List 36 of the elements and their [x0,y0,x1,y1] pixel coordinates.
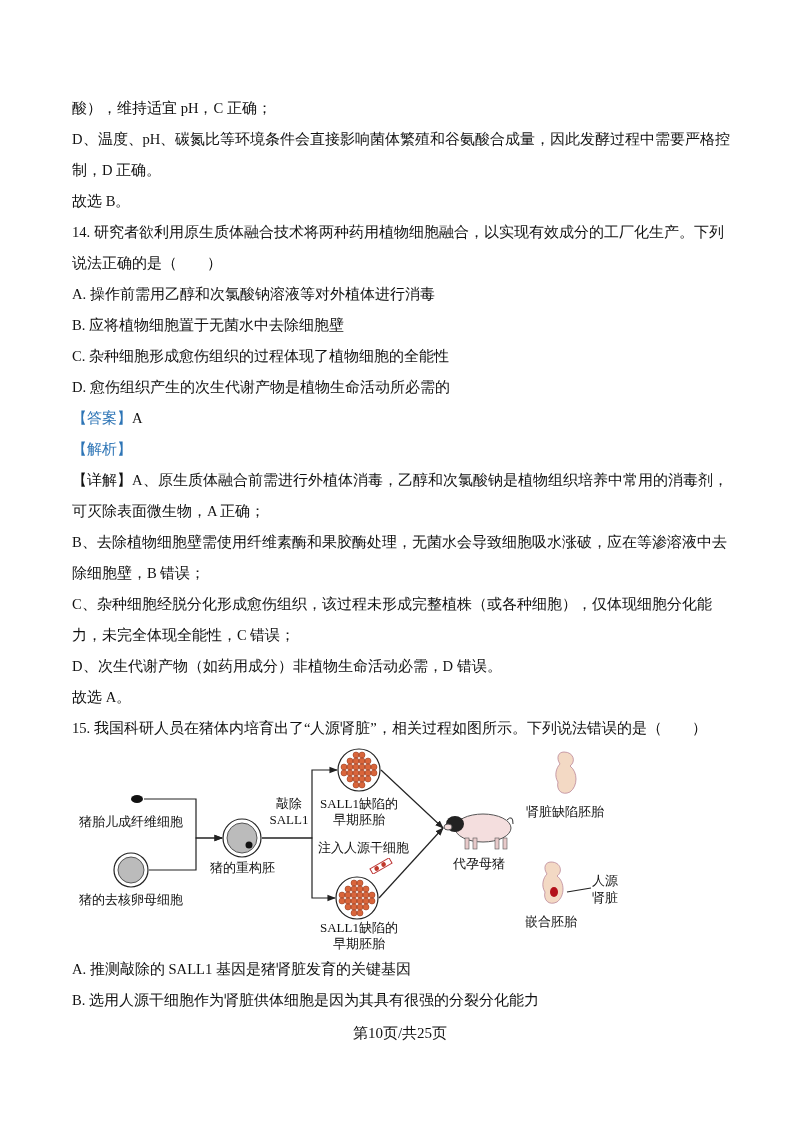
arrow [380,769,444,829]
caption-text: 猪的去核卵母细胞 [78,892,184,908]
option-text: A. 操作前需用乙醇和次氯酸钠溶液等对外植体进行消毒 [72,286,435,302]
explanation-text: D、温度、pH、碳氮比等环境条件会直接影响菌体繁殖和谷氨酸合成量，因此发酵过程中需要严格控制，D 正确。 [72,131,731,178]
caption-text: SALL1缺陷的早期胚胎 [320,796,398,828]
option-text: D. 愈伤组织产生的次生代谢产物是植物生命活动所必需的 [72,379,450,395]
option-text: C. 杂种细胞形成愈伤组织的过程体现了植物细胞的全能性 [72,348,450,364]
arrow [148,834,223,871]
option-text: B. 选用人源干细胞作为肾脏供体细胞是因为其具有很强的分裂分化能力 [72,992,540,1008]
page-number: 第10页/共25页 [351,1024,449,1043]
question-text: 15. 我国科研人员在猪体内培育出了“人源肾脏”，相关过程如图所示。下列说法错误的是（ ） [72,720,707,736]
explanation-text: B、去除植物细胞壁需使用纤维素酶和果胶酶处理，无菌水会导致细胞吸水涨破，应在等渗溶液中去除细胞壁，B 错误； [72,534,727,581]
answer-text: A [132,410,143,426]
question-text: 14. 研究者欲利用原生质体融合技术将两种药用植物细胞融合，以实现有效成分的工厂化生产。下列说法正确的是（ ） [72,224,724,271]
edge-label: 敲除SALL1 [268,796,310,828]
caption-text: SALL1缺陷的早期胚胎 [320,920,398,952]
note-text: 注入人源干细胞 [318,840,409,856]
analysis-tag: 【解析】 [72,441,132,457]
explanation-text: 故选 A。 [72,689,132,705]
explanation-text: 【详解】A、原生质体融合前需进行外植体消毒，乙醇和次氯酸钠是植物组织培养中常用的消毒剂，可灭除表面微生物，A 正确； [72,472,728,519]
explanation-text: D、次生代谢产物（如药用成分）非植物生命活动必需，D 错误。 [72,658,502,674]
option-text: B. 应将植物细胞置于无菌水中去除细胞壁 [72,317,345,333]
leader-line [566,887,592,893]
arrow [378,827,444,899]
caption-text: 人源肾脏 [591,872,619,906]
caption-text: 猪的重构胚 [208,860,276,876]
arrow [261,837,336,902]
caption-text: 猪胎儿成纤维细胞 [78,814,184,830]
explanation-text: C、杂种细胞经脱分化形成愈伤组织，该过程未形成完整植株（或各种细胞），仅体现细胞分化能力，未完全体现全能性，C 错误； [72,596,712,643]
caption-text: 肾脏缺陷胚胎 [525,804,605,820]
answer-tag: 【答案】 [72,410,132,426]
explanation-text: 酸），维持适宜 pH，C 正确； [72,100,272,116]
option-text: A. 推测敲除的 SALL1 基因是猪肾脏发育的关键基因 [72,961,411,977]
explanation-text: 故选 B。 [72,193,131,209]
caption-text: 代孕母猪 [452,856,506,872]
caption-text: 嵌合胚胎 [524,914,578,930]
